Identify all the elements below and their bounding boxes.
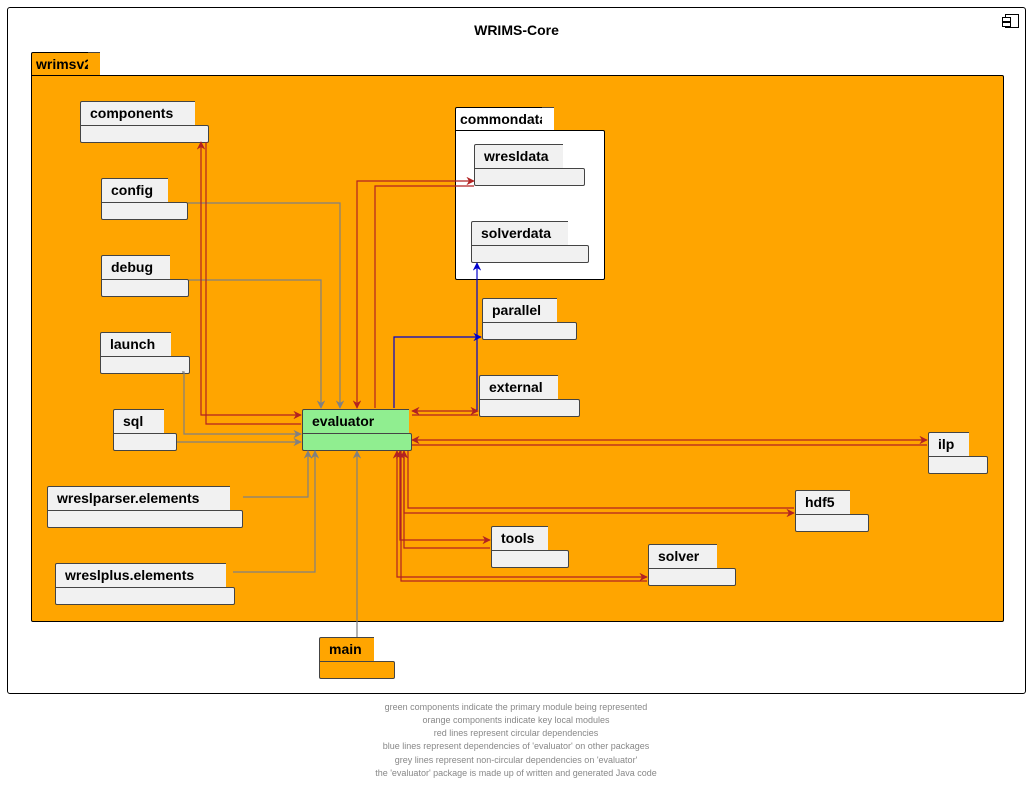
legend-line-6: the 'evaluator' package is made up of wr… [375,768,657,778]
package-solverdata-label: solverdata [471,221,568,246]
package-parallel-label: parallel [482,298,557,323]
package-external-label: external [479,375,558,400]
legend-line-3: red lines represent circular dependencie… [433,728,599,738]
package-commondata-label: commondata [455,107,554,131]
package-launch-label: launch [100,332,171,357]
package-config-label: config [101,178,168,203]
component-icon [1002,14,1019,28]
legend-line-5: grey lines represent non-circular depend… [394,755,638,765]
package-main-label: main [319,637,374,662]
package-sql-label: sql [113,409,164,434]
package-wrimsv2-label: wrimsv2 [31,52,100,76]
legend-line-1: green components indicate the primary mo… [384,702,648,712]
package-hdf5-label: hdf5 [795,490,850,515]
package-wreslparser-elements-label: wreslparser.elements [47,486,230,511]
package-evaluator-label: evaluator [302,409,409,434]
package-components-label: components [80,101,195,126]
package-tools-label: tools [491,526,548,551]
package-debug-label: debug [101,255,170,280]
package-wreslplus-elements-label: wreslplus.elements [55,563,226,588]
frame-title: WRIMS-Core [474,22,559,38]
legend-line-2: orange components indicate key local mod… [422,715,610,725]
package-solver-label: solver [648,544,717,569]
package-ilp-label: ilp [928,432,969,457]
legend-line-4: blue lines represent dependencies of 'ev… [382,741,650,751]
package-wresldata-label: wresldata [474,144,563,169]
